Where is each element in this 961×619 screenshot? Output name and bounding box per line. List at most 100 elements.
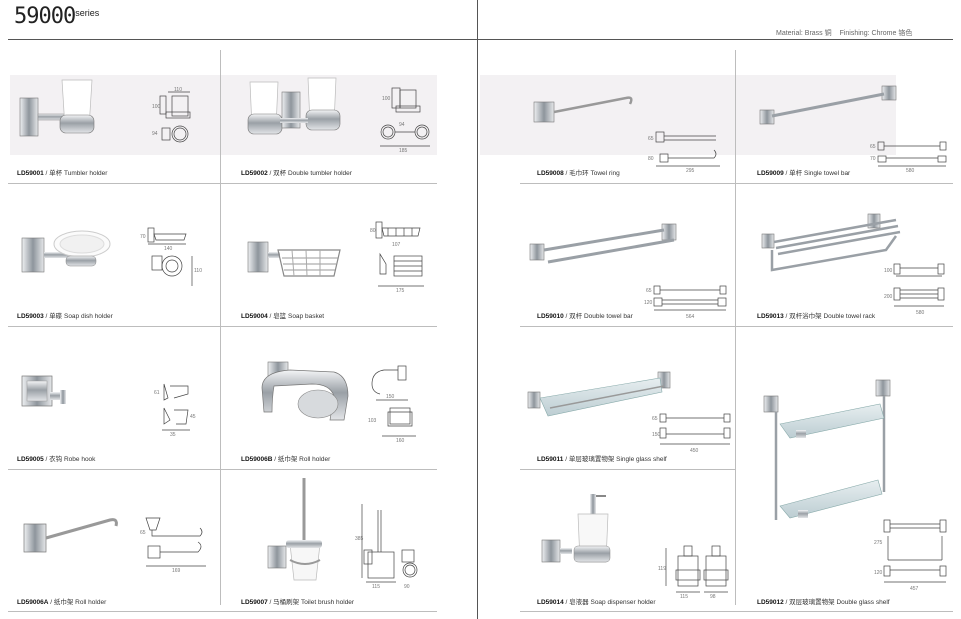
- product-code: LD59006B: [241, 456, 273, 463]
- product-name: 双层玻璃置物架 Double glass shelf: [789, 599, 890, 606]
- product-caption: LD59002 / 双杯 Double tumbler holder: [241, 170, 352, 177]
- product-code: LD59004: [241, 313, 268, 320]
- dimension-label: 385: [355, 536, 364, 542]
- product-caption: LD59003 / 单碟 Soap dish holder: [17, 313, 113, 320]
- product-name: 毛巾环 Towel ring: [569, 170, 620, 177]
- product-caption: LD59004 / 皂篮 Soap basket: [241, 313, 325, 320]
- dimension-label: 160: [396, 438, 405, 444]
- series-title: 59000series: [14, 4, 100, 29]
- double-towel-bar-drawing: [653, 285, 727, 311]
- product-caption: LD59011 / 单层玻璃置物架 Single glass shelf: [537, 456, 667, 463]
- row-divider: [8, 183, 437, 184]
- dimension-label: 110: [194, 268, 202, 274]
- single-glass-shelf-drawing: [659, 413, 731, 445]
- product-code: LD59003: [17, 313, 44, 320]
- product-caption: LD59009 / 单杆 Single towel bar: [757, 170, 851, 177]
- dimension-label: 150: [652, 432, 661, 438]
- product-code: LD59007: [241, 599, 268, 606]
- product-name: 双杆 Double towel bar: [569, 313, 633, 320]
- dimension-label: 94: [152, 131, 158, 137]
- row-divider: [520, 469, 735, 470]
- product-caption: LD59007 / 马桶刷架 Toilet brush holder: [241, 599, 355, 606]
- col-divider: [220, 50, 221, 605]
- toilet-brush-drawing: [361, 504, 418, 583]
- dimension-label: 115: [680, 594, 688, 600]
- finishing-label: Finishing: Chrome 铬色: [839, 30, 913, 37]
- product-name: 单层玻璃置物架 Single glass shelf: [568, 456, 667, 463]
- row-divider: [520, 183, 953, 184]
- product-name: 衣钩 Robe hook: [49, 456, 96, 463]
- towel-bar-icon: [761, 213, 901, 272]
- product-name: 双杆浴巾架 Double towel rack: [789, 313, 876, 320]
- dimension-label: 140: [164, 246, 173, 252]
- roll-holder-icon: [261, 361, 349, 421]
- soap-dispenser-drawing: [665, 545, 729, 593]
- product-code: LD59002: [241, 170, 268, 177]
- dimension-label: 580: [906, 168, 915, 174]
- series-suffix: series: [75, 8, 100, 18]
- row-divider: [8, 611, 437, 612]
- product-name: 单杆 Single towel bar: [789, 170, 851, 177]
- double-glass-shelf-drawing: [883, 519, 947, 583]
- tumbler-icon: [247, 77, 341, 135]
- dimension-label: 564: [686, 314, 695, 320]
- dimension-label: 580: [916, 310, 925, 316]
- single-towel-bar-drawing: [877, 141, 947, 167]
- row-divider: [520, 326, 953, 327]
- product-caption: LD59006B / 纸巾架 Roll holder: [241, 456, 331, 463]
- dimension-label: 45: [190, 414, 196, 420]
- glass-shelf-icon: [763, 379, 891, 520]
- row-divider: [8, 469, 437, 470]
- product-name: 皂液器 Soap dispenser holder: [569, 599, 656, 606]
- product-name: 纸巾架 Roll holder: [53, 599, 107, 606]
- tumbler-icon: [19, 79, 95, 137]
- dimension-label: 457: [910, 586, 919, 592]
- dimension-label: 65: [652, 416, 658, 422]
- dimension-label: 80: [648, 156, 654, 162]
- row-divider: [520, 611, 953, 612]
- product-code: LD59005: [17, 456, 44, 463]
- soap-dispenser-icon: [541, 494, 611, 563]
- product-code: LD59014: [537, 599, 564, 606]
- row-divider: [8, 326, 437, 327]
- product-caption: LD59001 / 单杯 Tumbler holder: [17, 170, 108, 177]
- dimension-label: 98: [710, 594, 716, 600]
- product-name: 马桶刷架 Toilet brush holder: [273, 599, 355, 606]
- dimension-label: 70: [140, 234, 146, 240]
- page-spine: [477, 0, 478, 619]
- roll-holder-drawing: [371, 365, 416, 437]
- dimension-label: 150: [386, 394, 395, 400]
- soap-dish-drawing: [147, 227, 193, 286]
- product-code: LD59009: [757, 170, 784, 177]
- product-code: LD59001: [17, 170, 44, 177]
- dimension-label: 450: [690, 448, 699, 454]
- towel-bar-icon: [533, 96, 633, 123]
- dimension-label: 185: [399, 148, 408, 154]
- dimension-label: 115: [372, 584, 380, 590]
- dimension-label: 100: [884, 268, 893, 274]
- dimension-label: 275: [874, 540, 883, 546]
- product-caption: LD59005 / 衣钩 Robe hook: [17, 456, 96, 463]
- product-caption: LD59010 / 双杆 Double towel bar: [537, 313, 633, 320]
- dimension-label: 65: [870, 144, 876, 150]
- dimension-label: 61: [154, 390, 160, 396]
- product-caption: LD59006A / 纸巾架 Roll holder: [17, 599, 107, 606]
- product-name: 单碟 Soap dish holder: [49, 313, 113, 320]
- dimension-label: 110: [174, 87, 182, 93]
- product-code: LD59012: [757, 599, 784, 606]
- dimension-label: 100: [382, 96, 391, 102]
- product-name: 单杯 Tumbler holder: [49, 170, 108, 177]
- double-towel-rack-drawing: [893, 263, 945, 307]
- robe-hook-drawing: [162, 383, 190, 431]
- soap-dish-icon: [21, 230, 111, 273]
- product-caption: LD59014 / 皂液器 Soap dispenser holder: [537, 599, 656, 606]
- towel-bar-icon: [759, 85, 897, 125]
- dimension-label: 90: [404, 584, 410, 590]
- product-caption: LD59013 / 双杆浴巾架 Double towel rack: [757, 313, 876, 320]
- product-name: 纸巾架 Roll holder: [277, 456, 331, 463]
- dimension-label: 175: [396, 288, 405, 294]
- dimension-label: 103: [368, 418, 377, 424]
- dimension-label: 80: [370, 228, 376, 234]
- product-code: LD59008: [537, 170, 564, 177]
